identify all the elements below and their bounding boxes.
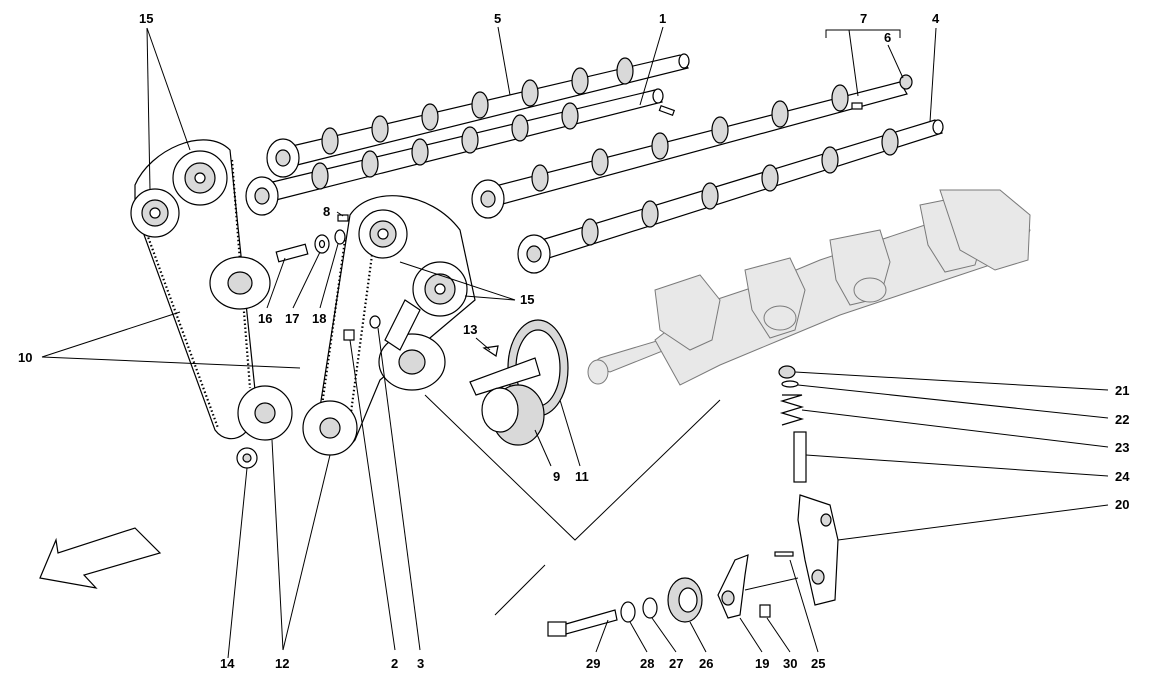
cam-pulley-upper-left — [172, 150, 228, 206]
bolt-29 — [547, 609, 618, 637]
callout-15-right: 15 — [520, 292, 534, 307]
leader-lines — [41, 26, 1109, 659]
callout-13: 13 — [463, 322, 477, 337]
callout-22: 22 — [1115, 412, 1129, 427]
callout-labels: 15 5 1 7 4 6 8 15 16 17 18 13 10 9 11 21… — [18, 11, 1130, 671]
bearing-26 — [667, 577, 703, 623]
idler-pulley-left — [237, 385, 293, 441]
tensioner-left — [209, 256, 271, 310]
callout-9: 9 — [553, 469, 560, 484]
camshaft-7 — [479, 74, 913, 209]
camshaft-5 — [274, 53, 690, 169]
washer-22 — [781, 380, 799, 388]
callout-15-top: 15 — [139, 11, 153, 26]
lever-19 — [717, 554, 749, 619]
callout-23: 23 — [1115, 440, 1129, 455]
callout-21: 21 — [1115, 383, 1129, 398]
callout-2: 2 — [391, 656, 398, 671]
callout-17: 17 — [285, 311, 299, 326]
washer-17 — [314, 234, 330, 254]
callout-10: 10 — [18, 350, 32, 365]
bolt-2 — [343, 329, 355, 341]
tensioner-right — [378, 299, 446, 391]
tensioner-bolt-16 — [275, 243, 309, 263]
callout-24: 24 — [1115, 469, 1130, 484]
cam-pulley-lower-right — [412, 261, 468, 317]
pin-25 — [774, 551, 794, 557]
snap-ring-18 — [334, 229, 346, 245]
callout-14: 14 — [220, 656, 235, 671]
callout-20: 20 — [1115, 497, 1129, 512]
callout-7: 7 — [860, 11, 867, 26]
explosion-lines — [424, 394, 799, 616]
gear-9 — [481, 384, 545, 446]
callout-5: 5 — [494, 11, 501, 26]
callout-26: 26 — [699, 656, 713, 671]
washer-3 — [369, 315, 381, 329]
camshaft-1 — [259, 88, 676, 203]
callout-6: 6 — [884, 30, 891, 45]
crankshaft — [587, 189, 1031, 386]
front-direction-arrow-icon — [39, 527, 162, 589]
idler-pulley-right — [302, 400, 358, 456]
callout-11: 11 — [575, 469, 589, 484]
callout-1: 1 — [659, 11, 666, 26]
plunger-24 — [793, 431, 807, 483]
callout-29: 29 — [586, 656, 600, 671]
cap-21 — [778, 365, 796, 379]
callout-30: 30 — [783, 656, 797, 671]
callout-25: 25 — [811, 656, 825, 671]
callout-12: 12 — [275, 656, 289, 671]
washer-27 — [642, 597, 658, 619]
dowel-30 — [759, 604, 771, 618]
callout-19: 19 — [755, 656, 769, 671]
callout-27: 27 — [669, 656, 683, 671]
camshaft-hubs — [245, 138, 551, 274]
callout-16: 16 — [258, 311, 272, 326]
callout-3: 3 — [417, 656, 424, 671]
cam-pulley-upper-right — [358, 209, 408, 259]
pin-8 — [337, 214, 349, 222]
spring-23 — [779, 394, 805, 426]
cam-pulley-lower-left — [130, 188, 180, 238]
callout-4: 4 — [932, 11, 940, 26]
key-13 — [482, 345, 499, 357]
callout-8: 8 — [323, 204, 330, 219]
callout-18: 18 — [312, 311, 326, 326]
washer-28 — [620, 601, 636, 623]
callout-28: 28 — [640, 656, 654, 671]
bracket-20 — [797, 494, 839, 606]
nut-14 — [236, 447, 258, 469]
